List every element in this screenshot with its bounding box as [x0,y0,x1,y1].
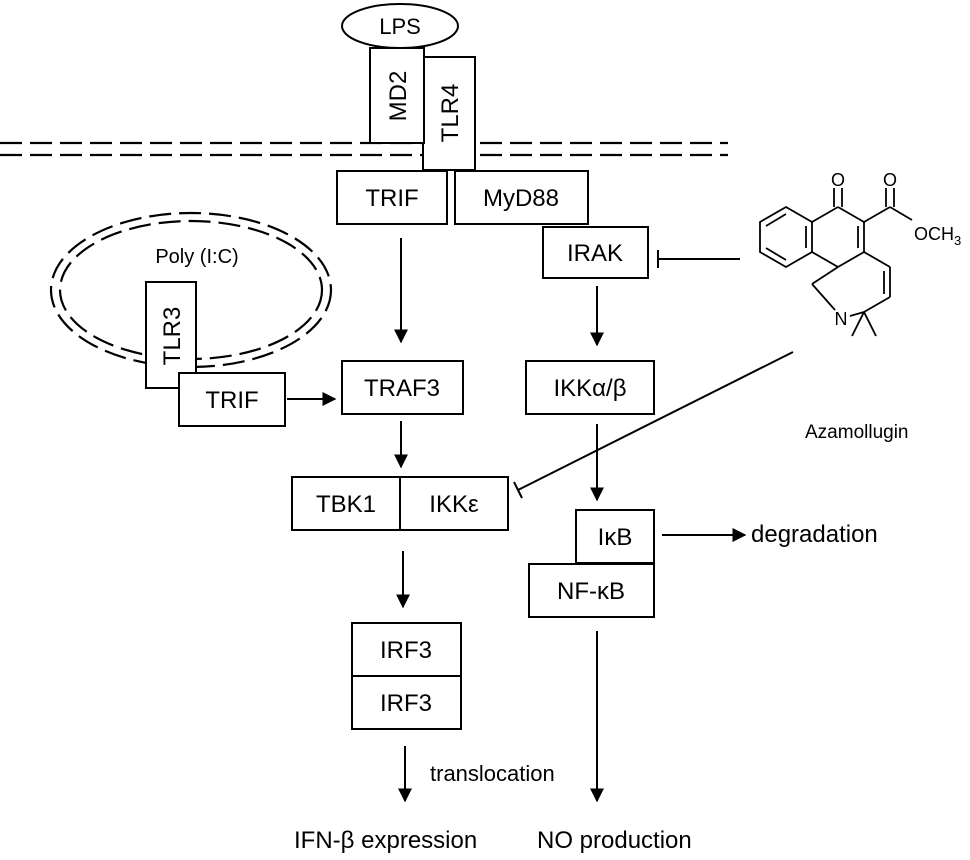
irak-label: IRAK [567,240,623,267]
traf3-label: TRAF3 [364,375,440,402]
ifn-beta-expression-label: IFN-β expression [294,827,477,854]
inhibit-ikke-line [517,351,794,491]
irf3-top-node: IRF3 [351,622,462,677]
myd88-node: MyD88 [454,170,589,225]
ikk-alpha-beta-node: IKKα/β [525,360,655,415]
azamollugin-structure: O O OCH3 N [759,170,961,337]
no-production-label: NO production [537,827,692,854]
poly-ic-label: Poly (I:C) [155,246,238,268]
trif-top-node: TRIF [336,170,448,225]
irf3-top-label: IRF3 [380,637,432,664]
trif-left-node: TRIF [178,372,286,427]
ikk-alpha-beta-label: IKKα/β [553,375,626,402]
tbk1-label: TBK1 [316,491,376,518]
irf3-bottom-node: IRF3 [351,675,462,730]
irf3-bottom-label: IRF3 [380,690,432,717]
nfkb-label: NF-κB [557,578,625,605]
trif-left-label: TRIF [205,387,258,414]
ikk-epsilon-node: IKKε [399,476,509,531]
inhibition-lines [513,250,794,499]
traf3-node: TRAF3 [341,360,464,415]
activation-arrows [287,238,747,803]
tlr4-receptor: TLR4 [422,56,476,171]
translocation-label: translocation [430,761,555,786]
methoxy-label: OCH3 [914,224,961,248]
cell-membrane [0,141,728,157]
azamollugin-label: Azamollugin [805,422,909,443]
trif-top-label: TRIF [365,185,418,212]
ikk-epsilon-label: IKKε [429,491,479,518]
tlr4-label: TLR4 [437,84,464,143]
lps-node: LPS [341,3,459,49]
nitrogen-label: N [835,309,848,329]
ikb-label: IκB [598,524,633,551]
degradation-label: degradation [751,521,878,548]
tbk1-node: TBK1 [291,476,401,531]
ester-oxygen-label: O [883,170,897,190]
irak-node: IRAK [542,226,649,279]
ketone-oxygen-label: O [831,170,845,190]
inhibit-ikke-bar [513,481,523,499]
tlr3-receptor: TLR3 [145,281,197,389]
md2-label: MD2 [385,71,412,122]
nfkb-node: NF-κB [528,563,655,618]
tlr3-label: TLR3 [159,307,186,366]
lps-label: LPS [379,14,421,39]
myd88-label: MyD88 [483,185,559,212]
md2-coreceptor: MD2 [369,47,425,144]
ikb-node: IκB [575,509,655,564]
